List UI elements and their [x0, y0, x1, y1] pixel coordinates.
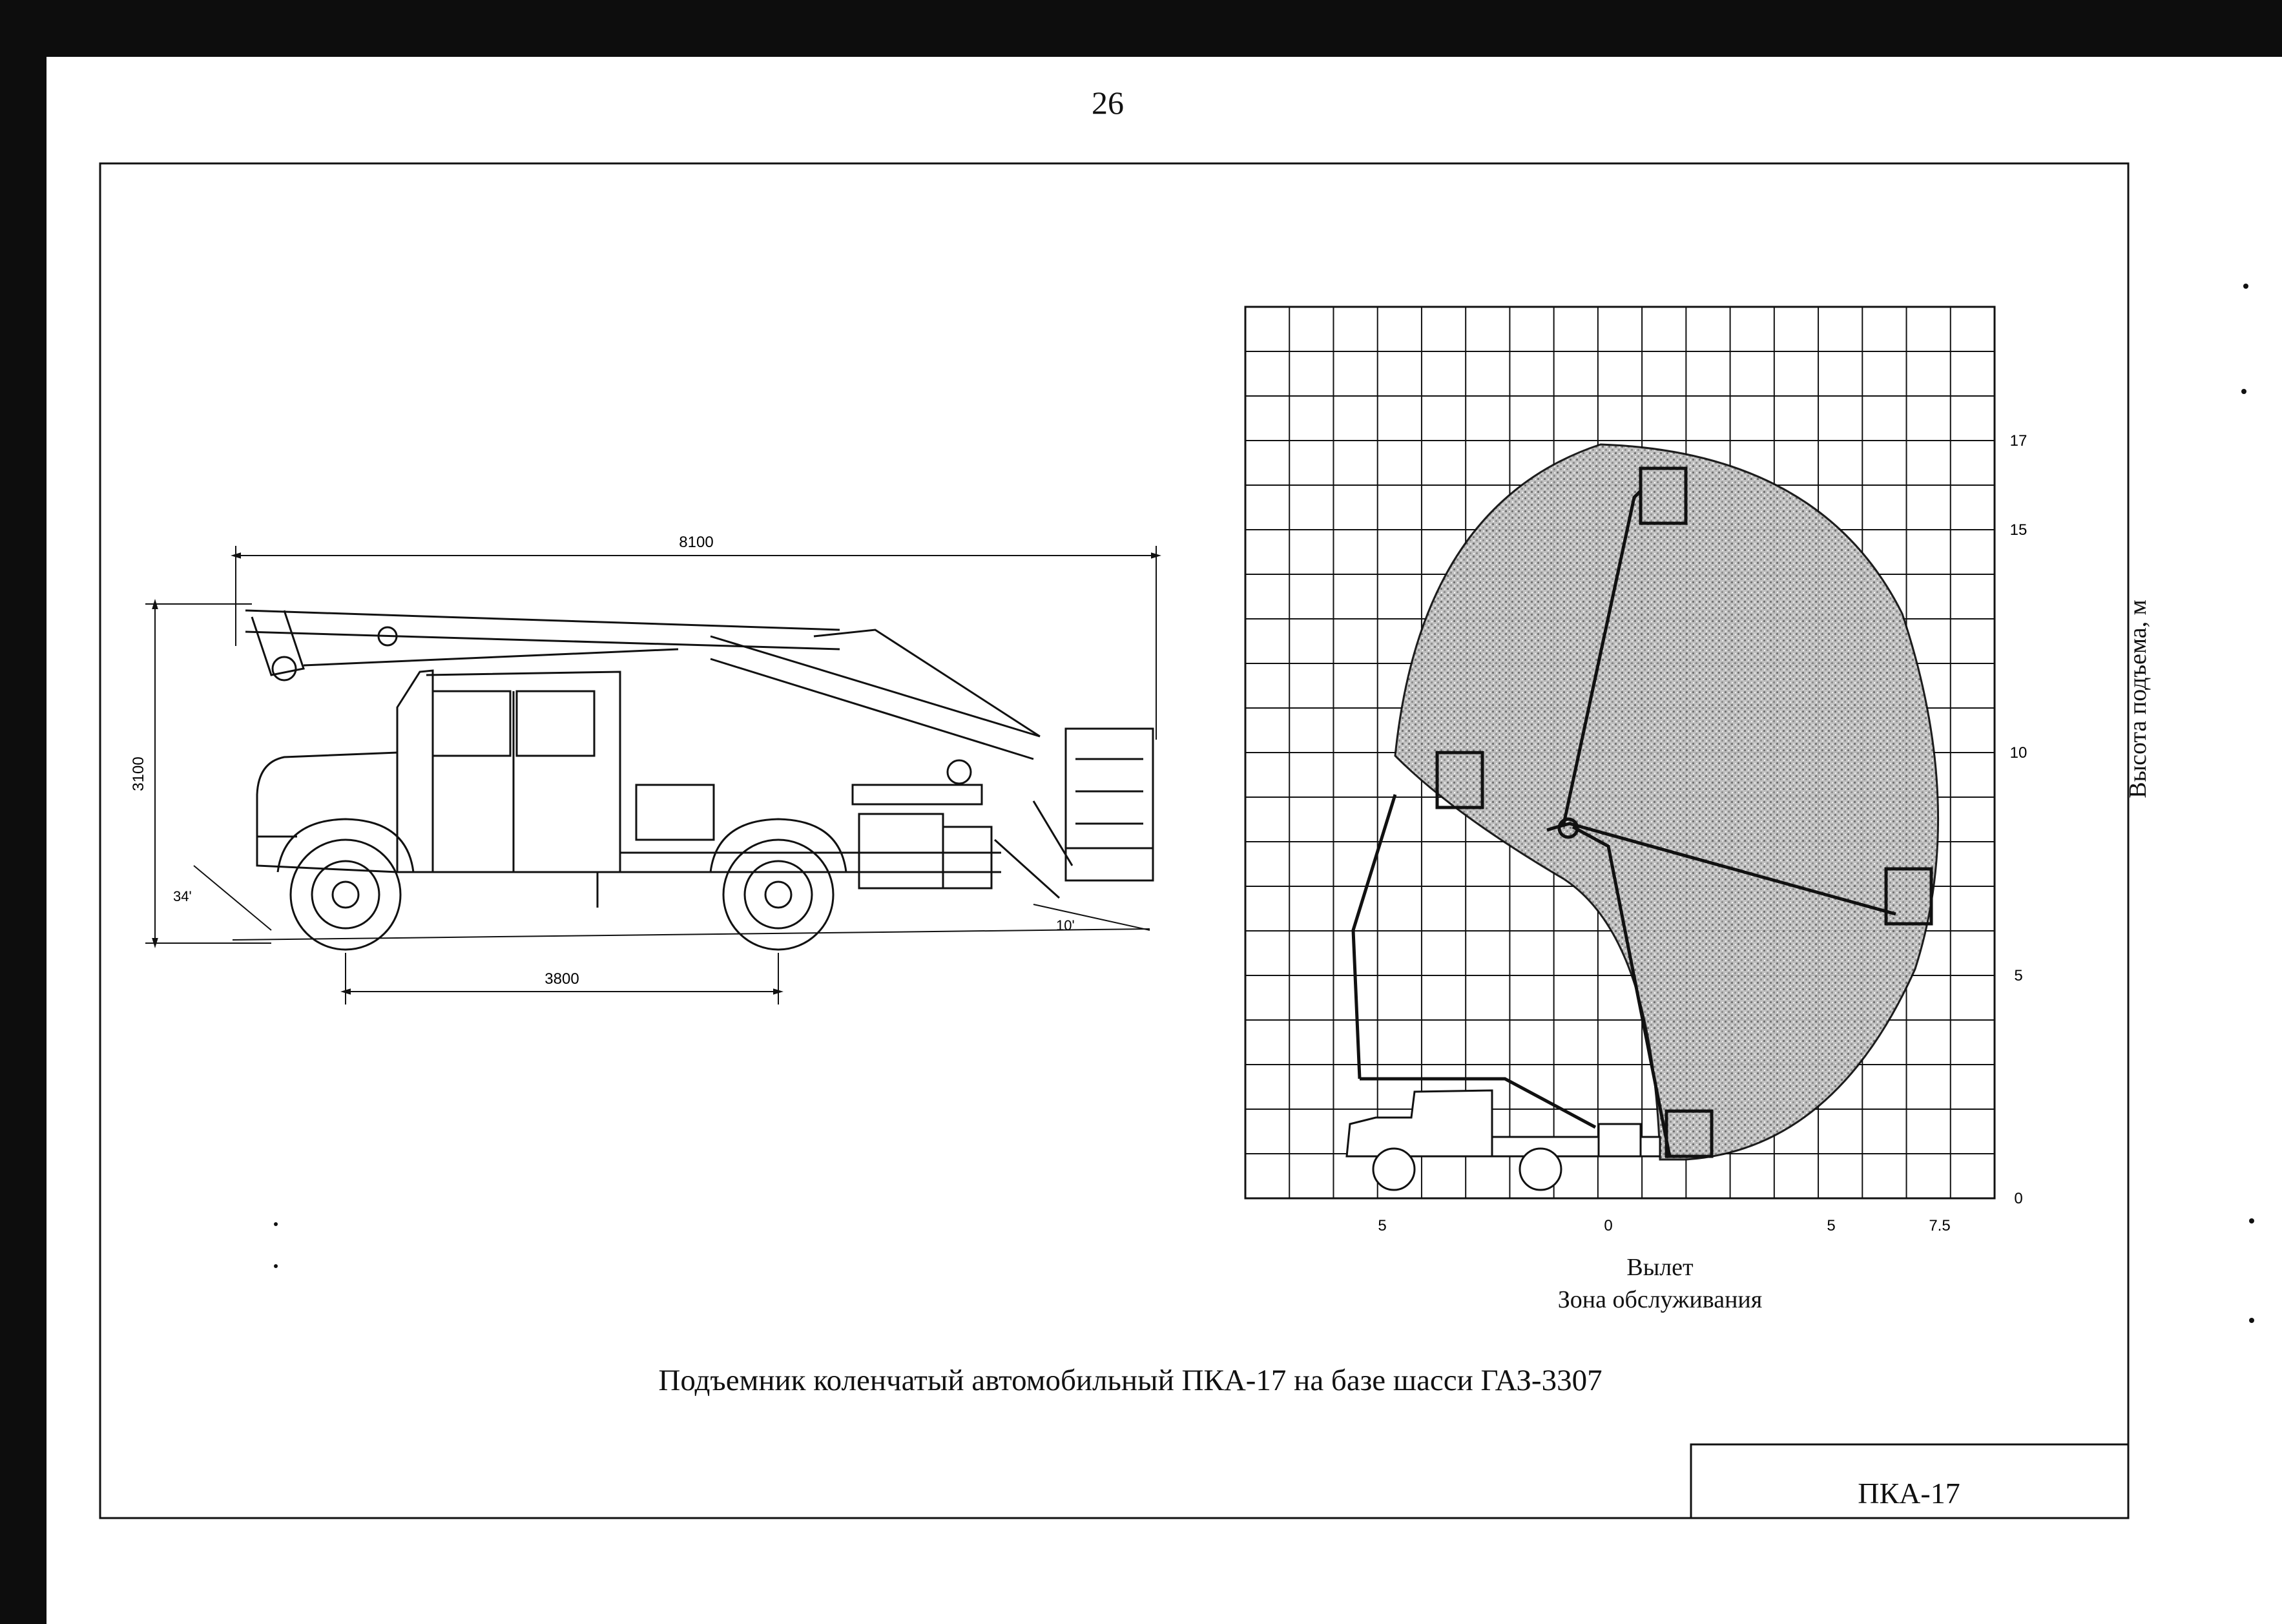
scan-dot	[2243, 284, 2248, 289]
service-zone-chart: 5 0 5 7.5 17 15 10 5 0	[1244, 306, 2028, 1234]
y-tick-labels: 17 15 10 5 0	[2010, 432, 2028, 1207]
x-tick-label: 5	[1378, 1217, 1386, 1234]
scan-dot	[2241, 389, 2246, 394]
scan-dot	[2249, 1318, 2254, 1323]
x-tick-labels: 5 0 5 7.5	[1378, 1217, 1950, 1234]
page-number: 26	[1092, 85, 1124, 121]
y-axis-label: Высота подъема, м	[2124, 599, 2152, 798]
truck-side-view	[232, 609, 1154, 951]
x-tick-label: 7.5	[1929, 1217, 1950, 1234]
x-axis-label: Вылет	[1626, 1254, 1694, 1281]
y-tick-label: 5	[2014, 967, 2022, 984]
title-block	[1690, 1443, 2130, 1519]
title-block-code: ПКА-17	[1858, 1477, 1960, 1510]
overall-length-label: 8100	[679, 534, 713, 551]
boom-positions	[1351, 466, 1933, 1158]
zone-label: Зона обслуживания	[1557, 1286, 1763, 1313]
drawing-frame	[99, 162, 2130, 1519]
mini-truck	[1345, 1089, 1661, 1191]
overall-height-label: 3100	[130, 756, 147, 791]
drawing-title: Подъемник коленчатый автомобильный ПКА-1…	[658, 1364, 1603, 1397]
front-angle-label: 34'	[173, 888, 192, 904]
scan-border-top	[0, 0, 2282, 57]
y-tick-label: 17	[2010, 432, 2028, 450]
x-tick-label: 0	[1604, 1217, 1612, 1234]
scan-dot	[2249, 1218, 2254, 1223]
y-tick-label: 0	[2014, 1190, 2022, 1207]
truck-dimensions	[145, 546, 1161, 1005]
scan-border-right	[2239, 0, 2282, 27]
service-zone	[1394, 443, 1940, 1161]
scan-dot	[274, 1222, 278, 1226]
y-tick-label: 15	[2010, 521, 2028, 539]
y-tick-label: 10	[2010, 744, 2028, 762]
rear-angle-label: 10'	[1056, 917, 1075, 933]
scan-border-left	[0, 0, 47, 1624]
wheelbase-label: 3800	[545, 970, 579, 988]
x-tick-label: 5	[1827, 1217, 1835, 1234]
scan-dot	[274, 1264, 278, 1268]
